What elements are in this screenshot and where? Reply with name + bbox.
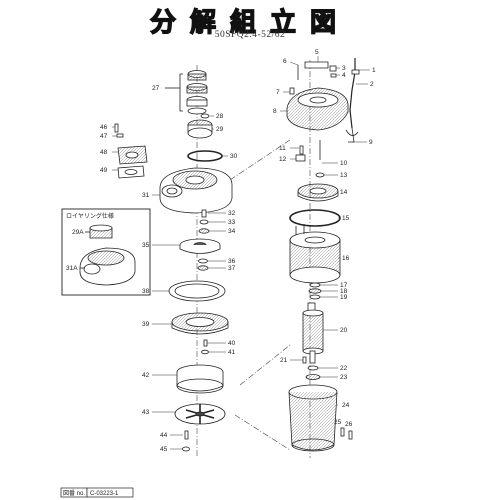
inset-label-29a: 29A bbox=[72, 229, 84, 236]
part-label-14: 14 bbox=[340, 189, 348, 196]
part-label-40: 40 bbox=[228, 340, 236, 347]
part-label-38: 38 bbox=[142, 288, 150, 295]
part-label-29: 29 bbox=[216, 126, 224, 133]
part-label-11: 11 bbox=[279, 145, 286, 152]
part-label-42: 42 bbox=[142, 372, 150, 379]
inset-label-31a: 31A bbox=[66, 265, 78, 272]
part-label-28: 28 bbox=[216, 113, 224, 120]
left-part-labels: 27 28 29 30 31 32 33 34 35 36 37 38 39 4… bbox=[100, 85, 238, 453]
part-label-24: 24 bbox=[342, 402, 350, 409]
part-label-27: 27 bbox=[152, 85, 160, 92]
part-label-7: 7 bbox=[276, 89, 280, 96]
drawing-number-label: 図番 no. bbox=[63, 490, 85, 497]
part-label-9: 9 bbox=[369, 139, 373, 146]
inset-labels: ロイヤリング仕様 29A 31A bbox=[66, 212, 114, 272]
drawing-number-box: 図番 no. C-03223-1 bbox=[60, 487, 134, 498]
left-leader-lines bbox=[112, 115, 228, 450]
part-label-13: 13 bbox=[340, 172, 348, 179]
part-label-35: 35 bbox=[142, 242, 150, 249]
right-part-labels: 1 2 3 4 5 6 7 8 9 10 11 12 13 14 15 16 1… bbox=[273, 49, 376, 428]
part-label-6: 6 bbox=[283, 58, 287, 65]
part-label-4: 4 bbox=[342, 72, 346, 79]
part-label-30: 30 bbox=[230, 153, 238, 160]
part-label-23: 23 bbox=[340, 374, 348, 381]
part-label-18: 18 bbox=[340, 288, 348, 295]
inset-title: ロイヤリング仕様 bbox=[66, 212, 114, 220]
part-label-48: 48 bbox=[100, 149, 108, 156]
part-label-39: 39 bbox=[142, 321, 150, 328]
part-label-33: 33 bbox=[228, 219, 236, 226]
part-label-32: 32 bbox=[228, 210, 236, 217]
part-label-20: 20 bbox=[340, 327, 348, 334]
left-parts bbox=[114, 70, 233, 452]
part-label-22: 22 bbox=[340, 365, 348, 372]
part-label-46: 46 bbox=[100, 124, 108, 131]
part-label-41: 41 bbox=[228, 349, 236, 356]
part-label-1: 1 bbox=[372, 67, 376, 74]
part-label-15: 15 bbox=[342, 215, 350, 222]
drawing-number-value: C-03223-1 bbox=[90, 491, 119, 497]
diagram-title: 分解組立図 bbox=[149, 7, 350, 38]
part-label-19: 19 bbox=[340, 294, 348, 301]
part-label-31: 31 bbox=[142, 192, 150, 199]
part-label-10: 10 bbox=[340, 160, 348, 167]
part-label-26: 26 bbox=[345, 421, 353, 428]
right-leader-lines bbox=[280, 56, 370, 406]
part-label-47: 47 bbox=[100, 133, 108, 140]
part-label-25: 25 bbox=[334, 419, 342, 426]
part-label-43: 43 bbox=[142, 409, 150, 416]
part-label-37: 37 bbox=[228, 265, 236, 272]
part-label-8: 8 bbox=[273, 108, 277, 115]
part-label-16: 16 bbox=[342, 255, 350, 262]
model-number: 50SFQ2.4-52/62 bbox=[214, 30, 286, 40]
part-label-2: 2 bbox=[370, 81, 374, 88]
right-parts bbox=[286, 58, 360, 452]
part-label-44: 44 bbox=[160, 432, 168, 439]
inset-panel bbox=[61, 208, 151, 296]
part-label-45: 45 bbox=[160, 446, 168, 453]
part-label-34: 34 bbox=[228, 228, 236, 235]
part-label-17: 17 bbox=[340, 282, 348, 289]
part-label-12: 12 bbox=[279, 156, 287, 163]
part-label-21: 21 bbox=[280, 357, 288, 364]
part-label-5: 5 bbox=[315, 49, 319, 56]
part-label-36: 36 bbox=[228, 258, 236, 265]
part-label-49: 49 bbox=[100, 167, 108, 174]
part-label-3: 3 bbox=[342, 65, 346, 72]
